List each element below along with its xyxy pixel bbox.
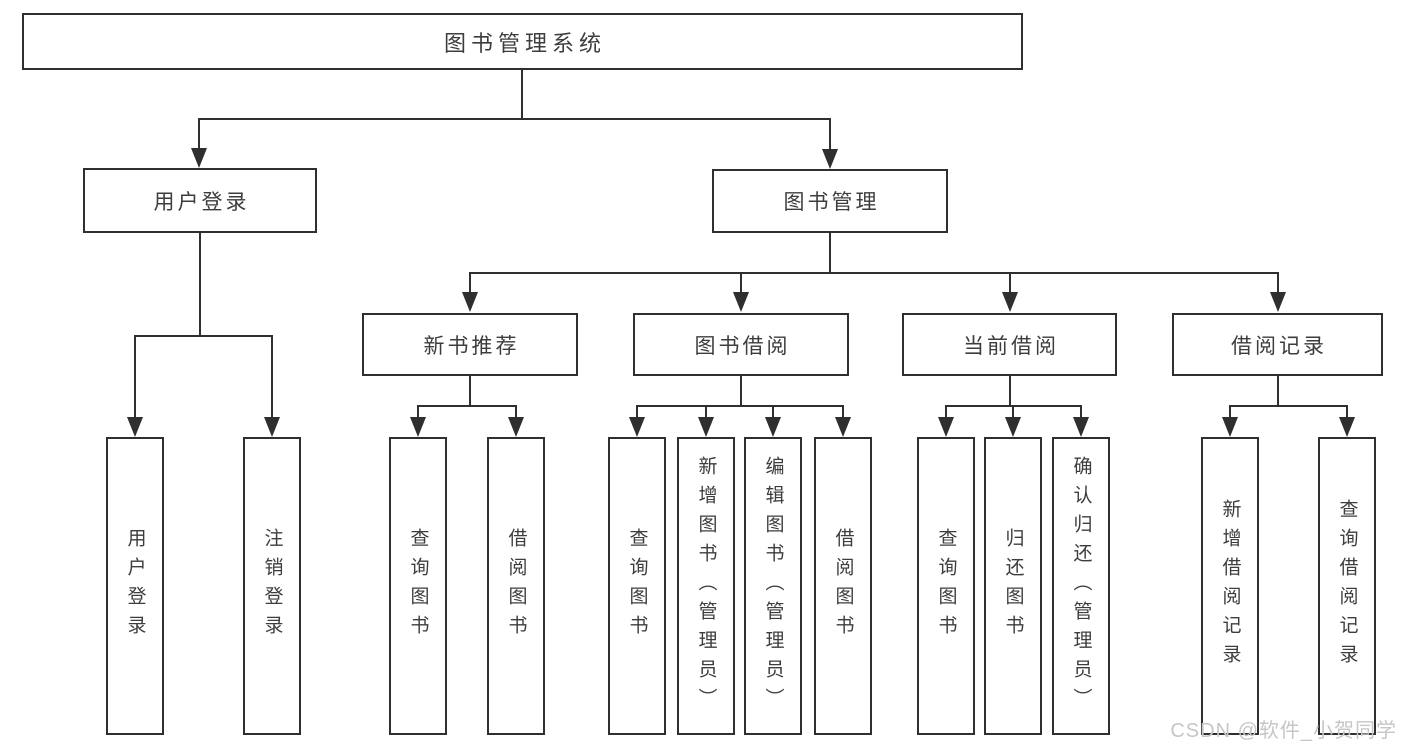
leaf-return-book-label: 归还图书 [1002,528,1024,644]
leaf-query-books-borrowing-label: 查询图书 [626,528,648,644]
leaf-confirm-return-admin: 确认归还（管理员） [1052,437,1110,735]
node-user-login: 用户登录 [83,168,317,233]
leaf-query-books-current-label: 查询图书 [935,528,957,644]
leaf-query-books-recommend-label: 查询图书 [407,528,429,644]
leaf-user-login: 用户登录 [106,437,164,735]
leaf-query-borrow-record-label: 查询借阅记录 [1336,499,1358,673]
leaf-add-book-admin-label: 新增图书（管理员） [695,455,717,717]
leaf-query-books-recommend: 查询图书 [389,437,447,735]
leaf-add-book-admin: 新增图书（管理员） [677,437,735,735]
leaf-user-login-label: 用户登录 [124,528,146,644]
leaf-borrow-books-recommend: 借阅图书 [487,437,545,735]
node-new-book-recommendation: 新书推荐 [362,313,578,376]
node-library-management-system: 图书管理系统 [22,13,1023,70]
leaf-borrow-books-borrowing-label: 借阅图书 [832,528,854,644]
node-book-borrowing: 图书借阅 [633,313,849,376]
leaf-confirm-return-admin-label: 确认归还（管理员） [1070,455,1092,717]
leaf-add-borrow-record: 新增借阅记录 [1201,437,1259,735]
arrowheads [127,148,1355,437]
leaf-edit-book-admin-label: 编辑图书（管理员） [762,455,784,717]
node-borrowing-records: 借阅记录 [1172,313,1383,376]
leaf-query-borrow-record: 查询借阅记录 [1318,437,1376,735]
leaf-borrow-books-borrowing: 借阅图书 [814,437,872,735]
csdn-watermark: CSDN @软件_小贺同学 [1170,720,1397,742]
node-book-management: 图书管理 [712,169,948,233]
leaf-query-books-current: 查询图书 [917,437,975,735]
leaf-edit-book-admin: 编辑图书（管理员） [744,437,802,735]
node-current-borrowing: 当前借阅 [902,313,1117,376]
leaf-query-books-borrowing: 查询图书 [608,437,666,735]
leaf-logout: 注销登录 [243,437,301,735]
leaf-borrow-books-recommend-label: 借阅图书 [505,528,527,644]
leaf-add-borrow-record-label: 新增借阅记录 [1219,499,1241,673]
leaf-return-book: 归还图书 [984,437,1042,735]
leaf-logout-label: 注销登录 [261,528,283,644]
